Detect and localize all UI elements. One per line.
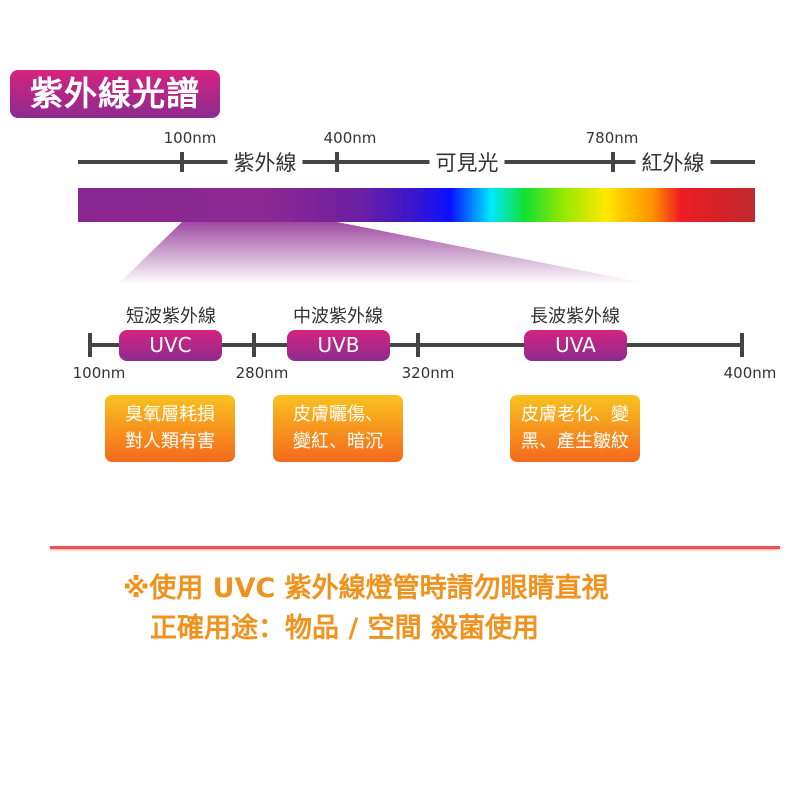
uv-tick-label: 400nm [723, 364, 777, 382]
uv-tick [88, 333, 92, 357]
segment-ir: 紅外線 [635, 147, 711, 177]
uva-effect-box: 皮膚老化、變 黑、產生皺紋 [510, 395, 640, 462]
tick-label-100nm: 100nm [163, 129, 217, 147]
effect-line: 皮膚老化、變 [521, 404, 629, 425]
uv-tick [740, 333, 744, 357]
uv-tick [416, 333, 420, 357]
uvc-effect-box: 臭氧層耗損 對人類有害 [105, 395, 235, 462]
uva-name: 長波紫外線 [530, 306, 620, 327]
axis-tick [180, 152, 184, 172]
uv-tick-label: 320nm [401, 364, 455, 382]
tick-label-400nm: 400nm [323, 129, 377, 147]
effect-line: 黑、產生皺紋 [521, 431, 629, 452]
uv-axis [89, 343, 742, 347]
axis-tick [335, 152, 339, 172]
uvb-badge: UVB [287, 330, 390, 361]
warning-note: ※使用 UVC 紫外線燈管時請勿眼睛直視 [123, 573, 609, 604]
uvb-effect-box: 皮膚曬傷、 變紅、暗沉 [273, 395, 403, 462]
tick-label-780nm: 780nm [585, 129, 639, 147]
divider [50, 546, 780, 549]
page-title: 紫外線光譜 [10, 70, 220, 118]
zoom-fan [118, 222, 650, 284]
effect-line: 對人類有害 [125, 431, 215, 452]
spectrum-axis [78, 160, 755, 164]
effect-line: 臭氧層耗損 [125, 404, 215, 425]
effect-line: 變紅、暗沉 [293, 431, 383, 452]
uvb-name: 中波紫外線 [293, 306, 383, 327]
uva-badge: UVA [524, 330, 627, 361]
uv-tick-label: 280nm [235, 364, 289, 382]
usage-note: 正確用途：物品 / 空間 殺菌使用 [150, 613, 540, 644]
uvc-badge: UVC [119, 330, 222, 361]
segment-uv: 紫外線 [227, 147, 303, 177]
effect-line: 皮膚曬傷、 [293, 404, 383, 425]
uv-tick-label: 100nm [72, 364, 126, 382]
uv-tick [252, 333, 256, 357]
spectrum-bar [78, 188, 755, 222]
segment-visible: 可見光 [429, 147, 505, 177]
uvc-name: 短波紫外線 [126, 306, 216, 327]
axis-tick [611, 152, 615, 172]
